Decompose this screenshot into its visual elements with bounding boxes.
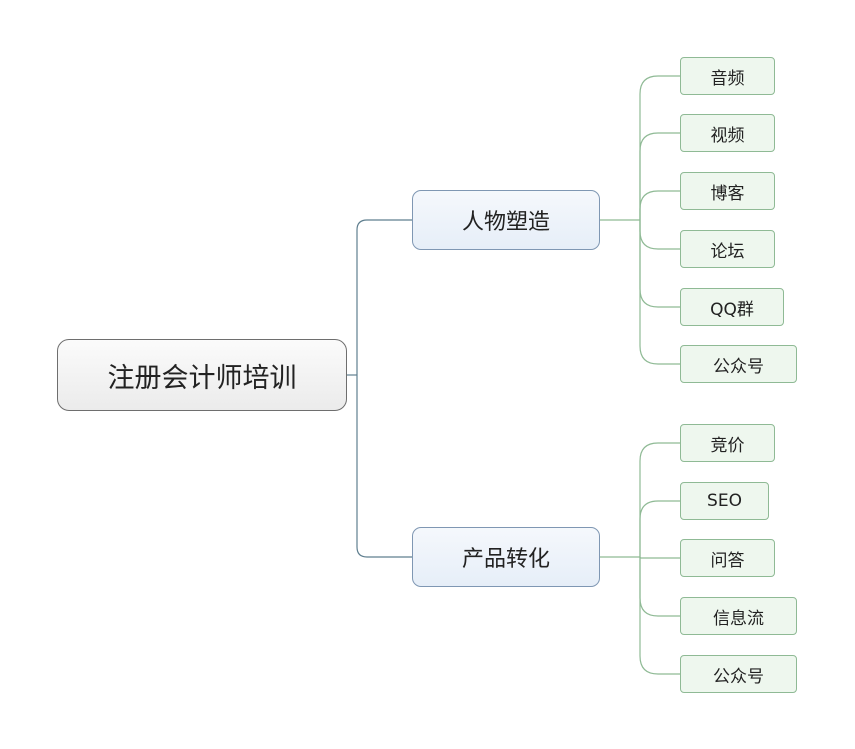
leaf-node-qq-group[interactable]: QQ群 <box>680 288 784 326</box>
branch-connector <box>356 219 412 375</box>
leaf-node-seo[interactable]: SEO <box>680 482 769 520</box>
leaf-node-blog[interactable]: 博客 <box>680 172 775 210</box>
root-node[interactable]: 注册会计师培训 <box>57 339 347 411</box>
leaf-node-official-account[interactable]: 公众号 <box>680 345 797 383</box>
leaf-connector <box>639 557 680 675</box>
leaf-connector <box>639 556 680 559</box>
leaf-connector <box>639 442 680 557</box>
branch-node-product-conversion[interactable]: 产品转化 <box>412 527 600 587</box>
leaf-node-label: 公众号 <box>713 666 764 687</box>
leaf-node-audio[interactable]: 音频 <box>680 57 775 95</box>
leaf-connector <box>639 220 680 365</box>
leaf-node-label: QQ群 <box>710 299 754 320</box>
leaf-connector <box>639 220 680 308</box>
leaf-node-video[interactable]: 视频 <box>680 114 775 152</box>
leaf-node-label: 视频 <box>710 125 745 146</box>
branch-connector <box>356 375 412 558</box>
leaf-node-official-account-2[interactable]: 公众号 <box>680 655 797 693</box>
leaf-node-label: 信息流 <box>713 608 764 629</box>
leaf-node-label: SEO <box>707 491 742 511</box>
leaf-connector <box>639 75 680 220</box>
leaf-connector <box>639 557 680 617</box>
branch-node-label: 产品转化 <box>461 547 550 572</box>
leaf-connector <box>639 500 680 557</box>
leaf-connector <box>639 220 680 250</box>
branch-node-label: 人物塑造 <box>461 210 550 235</box>
leaf-node-bidding[interactable]: 竞价 <box>680 424 775 462</box>
leaf-node-label: 公众号 <box>713 356 764 377</box>
leaf-connector <box>639 132 680 220</box>
leaf-node-info-feed[interactable]: 信息流 <box>680 597 797 635</box>
leaf-node-qa[interactable]: 问答 <box>680 539 775 577</box>
leaf-node-forum[interactable]: 论坛 <box>680 230 775 268</box>
leaf-node-label: 问答 <box>710 550 745 571</box>
leaf-node-label: 竞价 <box>710 435 745 456</box>
leaf-node-label: 论坛 <box>710 241 745 262</box>
leaf-node-label: 博客 <box>710 183 745 204</box>
leaf-node-label: 音频 <box>710 68 745 89</box>
leaf-connector <box>639 190 680 220</box>
branch-node-character-building[interactable]: 人物塑造 <box>412 190 600 250</box>
root-node-label: 注册会计师培训 <box>107 362 297 394</box>
